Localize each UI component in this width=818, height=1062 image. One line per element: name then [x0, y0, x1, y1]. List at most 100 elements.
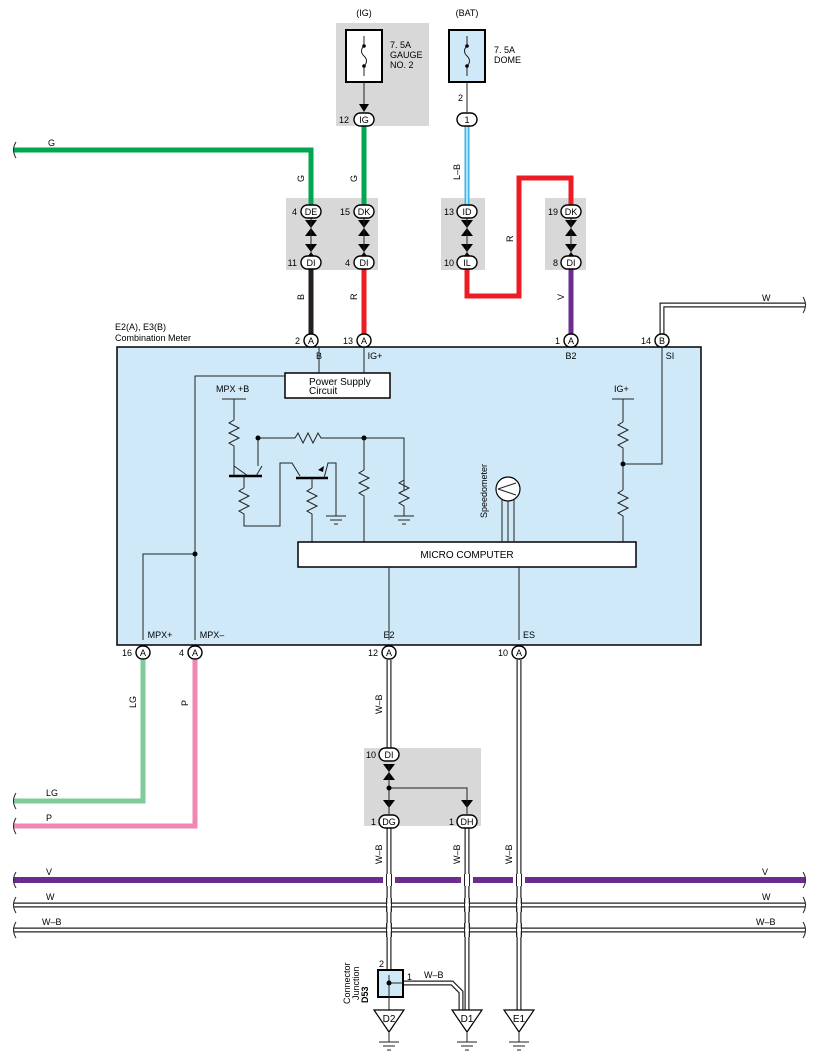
connector-di-1 [300, 255, 322, 270]
connector-di-3 [560, 255, 582, 270]
meter-pin-mpx-plus-label: MPX+ [148, 630, 173, 640]
bus-v-right-label: V [762, 867, 768, 877]
wire-r-label: R [349, 293, 359, 300]
connector-dome-pin: 2 [458, 93, 463, 103]
meter-pin-ig-conn: A [361, 336, 367, 346]
connector-dk-1-label: DK [358, 207, 371, 217]
fuse-dome [448, 29, 486, 112]
fuse-ig-source: (IG) [356, 8, 372, 18]
meter-pin-b-num: 2 [295, 336, 300, 346]
connector-il [456, 255, 478, 270]
connector-dk-1-pin: 15 [340, 207, 350, 217]
wire-wb4-label: W–B [504, 844, 514, 864]
wire-p [14, 660, 198, 829]
fuse-bat-source: (BAT) [456, 8, 479, 18]
connector-dome-label: 1 [464, 115, 469, 125]
ground-d1-label: D1 [461, 1014, 474, 1025]
meter-pin-b2-num: 1 [555, 336, 560, 346]
meter-pin-mpx-minus [187, 645, 203, 660]
meter-pin-mpx-plus-num: 16 [122, 648, 132, 658]
power-supply-box [284, 372, 391, 399]
fuse-ig-rating: 7. 5A [390, 40, 411, 50]
speedometer-gauge [495, 476, 521, 502]
meter-pin-es-num: 10 [498, 648, 508, 658]
connector-dh [456, 814, 478, 829]
cut-marks [13, 141, 806, 939]
connector-di-2 [353, 255, 375, 270]
connector-id [456, 204, 478, 219]
meter-pin-es [511, 645, 527, 660]
ground-d1 [450, 1009, 484, 1051]
meter-pin-mpx-minus-label: MPX– [200, 630, 225, 640]
meter-pin-es-label: ES [523, 630, 535, 640]
meter-pin-e2 [381, 645, 397, 660]
connector-dh-label: DH [461, 817, 474, 827]
meter-pin-b [303, 333, 319, 348]
meter-pin-ig-num: 13 [343, 336, 353, 346]
connector-de [300, 204, 322, 219]
d53-label-2: Connector [342, 962, 352, 1004]
combination-meter-box [116, 346, 702, 646]
connector-il-pin: 10 [444, 258, 454, 268]
speedometer-label: Speedometer [479, 464, 489, 518]
connector-ig-pin: 12 [339, 115, 349, 125]
wire-r-loop-label: R [505, 235, 515, 242]
connector-dh-pin: 1 [449, 817, 454, 827]
connector-ig-label: IG [359, 115, 369, 125]
connector-de-pin: 4 [292, 207, 297, 217]
fuse-bat-rating: 7. 5A [494, 45, 515, 55]
d53-pin-right: 1 [407, 972, 412, 982]
connector-dg-pin: 1 [371, 817, 376, 827]
ground-d2-label: D2 [383, 1014, 396, 1025]
ground-d2 [372, 1009, 406, 1051]
ig-plus-inner-label: IG+ [614, 384, 629, 394]
d53-pin-left: 2 [379, 959, 384, 969]
meter-pin-si-num: 14 [641, 336, 651, 346]
ground-e1 [502, 1009, 536, 1051]
connector-dk-2 [560, 204, 582, 219]
micro-computer-box [297, 541, 637, 568]
wire-b-label: B [296, 294, 306, 300]
meter-pin-mpx-plus-conn: A [140, 648, 146, 658]
wire-r-loop [464, 175, 574, 299]
meter-pin-e2-num: 12 [368, 648, 378, 658]
connector-dk-2-label: DK [565, 207, 578, 217]
d53-junction-connector [377, 969, 404, 1010]
connector-dome [456, 112, 478, 127]
wire-wb3-label: W–B [452, 844, 462, 864]
wire-g [14, 147, 314, 205]
bus-wb-label: W–B [42, 917, 62, 927]
meter-pin-es-conn: A [516, 648, 522, 658]
wire-g-vert-label: G [296, 175, 306, 182]
fuse-bat-name: DOME [494, 55, 521, 65]
meter-subtitle: Combination Meter [115, 333, 191, 343]
meter-pin-mpx-minus-num: 4 [179, 648, 184, 658]
connector-id-label: ID [463, 207, 473, 217]
wire-lg [14, 660, 146, 804]
fuse-gauge-no2 [345, 29, 383, 112]
connector-dg [378, 814, 400, 829]
meter-pin-b2-label: B2 [565, 351, 576, 361]
meter-pin-b2-conn: A [568, 336, 574, 346]
wire-p-label: P [180, 700, 190, 706]
wire-lg-label: LG [128, 696, 138, 708]
d53-code: D53 [360, 986, 370, 1003]
connector-id-pin: 13 [444, 207, 454, 217]
wire-w-label: W [762, 293, 771, 303]
connector-di-4-pin: 10 [366, 750, 376, 760]
wire-wb-d53 [404, 980, 464, 1010]
connector-di-2-pin: 4 [345, 258, 350, 268]
wire-v-label: V [556, 294, 566, 300]
power-supply-label-2: Circuit [309, 386, 338, 397]
wire-p-left-label: P [46, 813, 52, 823]
wire-g-vert2-label: G [349, 175, 359, 182]
connector-dk-2-pin: 19 [548, 207, 558, 217]
d53-label-1: Junction [351, 966, 361, 1000]
wire-lb-label: L–B [452, 164, 462, 180]
bus-w-label: W [46, 892, 55, 902]
connector-dg-label: DG [382, 817, 396, 827]
wire-wb-d53-label: W–B [424, 970, 444, 980]
wire-wb2-label: W–B [374, 844, 384, 864]
power-supply-label-1: Power Supply [309, 377, 371, 388]
